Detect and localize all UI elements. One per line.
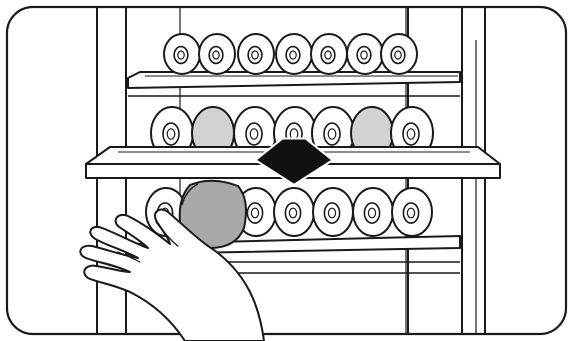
wine-bottle [311,34,347,74]
wine-bottle [347,34,383,74]
wine-bottle [199,34,235,74]
wine-bottle [276,34,312,74]
wine-bottle [353,188,393,236]
wine-bottle [313,188,353,236]
wine-bottle [381,34,417,74]
wine-bottle [238,34,274,74]
wine-bottle [392,188,432,236]
wine-bottle [164,34,200,74]
wine-bottle [274,188,314,236]
